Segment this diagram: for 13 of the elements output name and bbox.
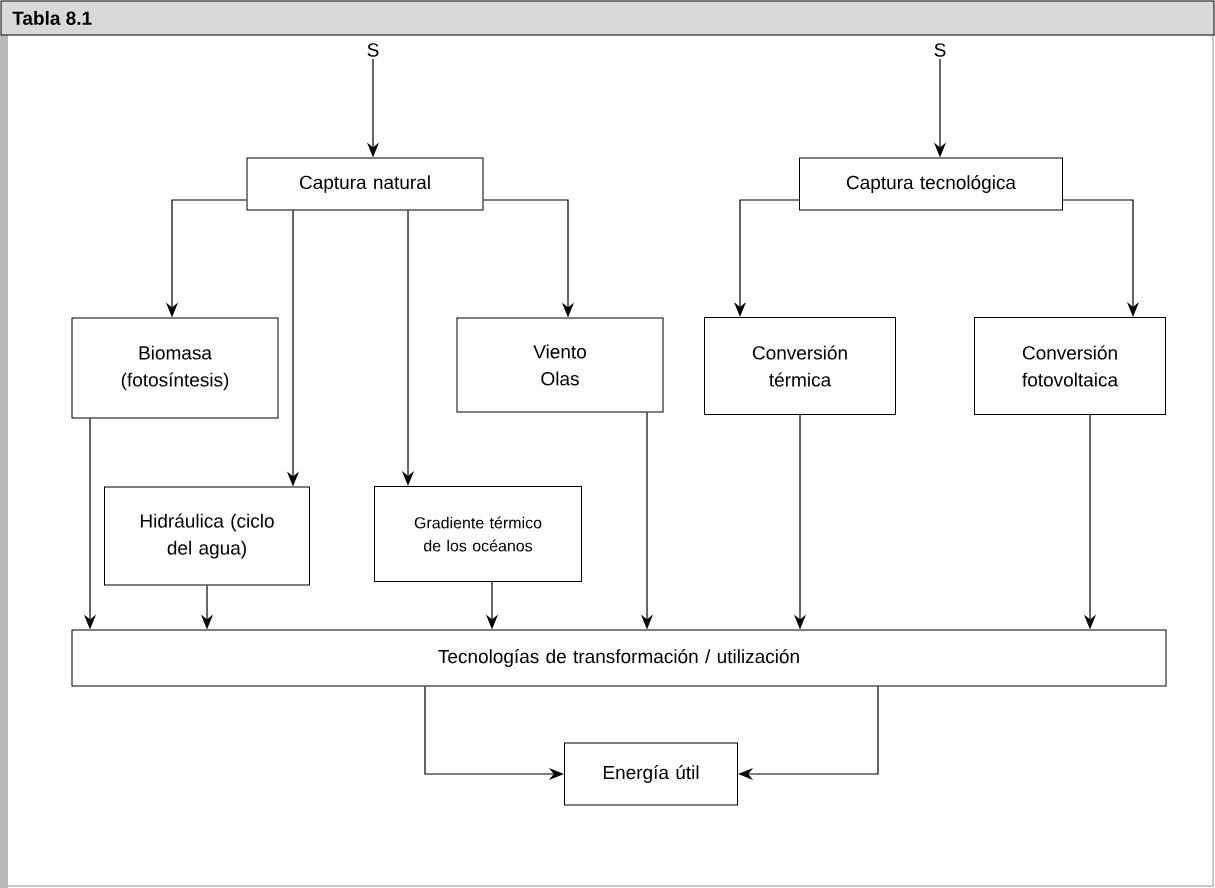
header-bar: Tabla 8.1 [0,0,1215,36]
process-box: Energía útil [564,742,738,806]
source-label: S [934,43,946,57]
process-box: Gradiente térmico de los océanos [374,486,582,582]
process-box: Hidráulica (ciclo del agua) [104,486,310,586]
process-box: Conversión fotovoltaica [974,317,1166,415]
process-box: Captura tecnológica [799,157,1063,211]
process-box: Biomasa (fotosíntesis) [71,317,279,419]
process-box: Captura natural [246,157,484,211]
process-box: Tecnologías de transformación / utilización [71,629,1167,687]
source-label: S [367,43,379,57]
process-box: Viento Olas [456,317,664,413]
process-box: Conversión térmica [704,317,896,415]
